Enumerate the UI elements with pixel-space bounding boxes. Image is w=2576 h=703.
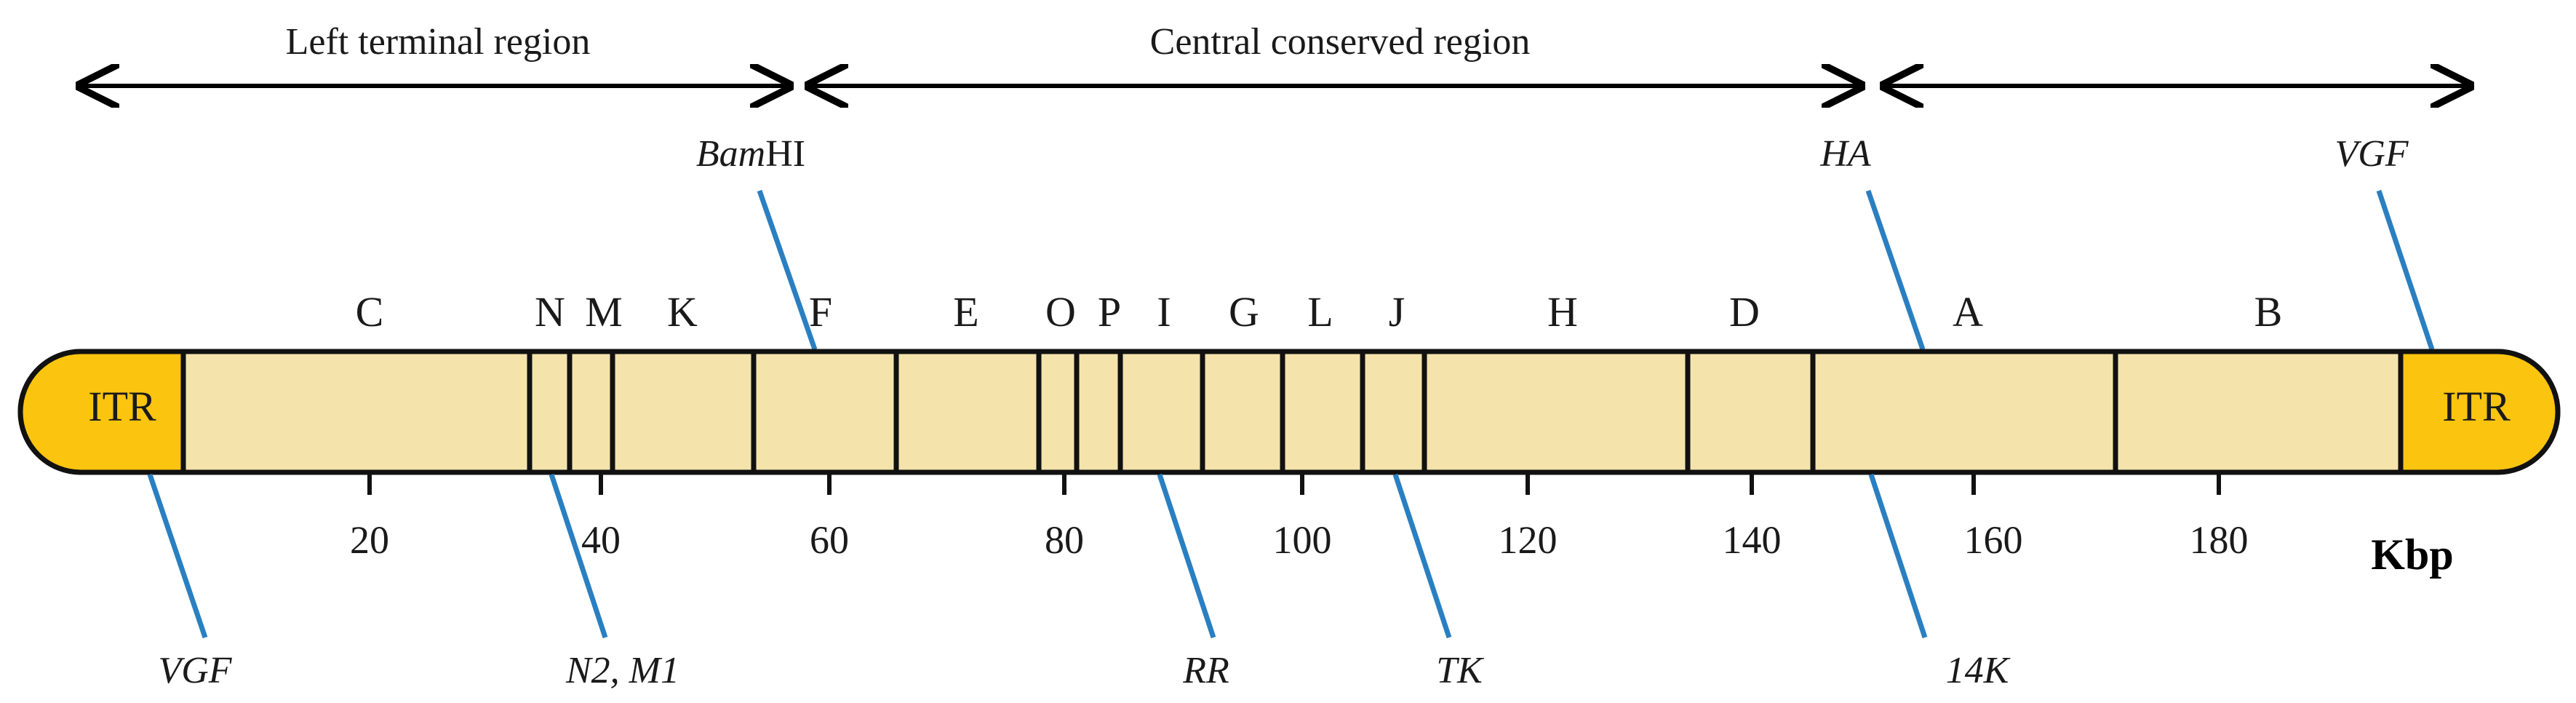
fragment-label: D [1729,288,1760,335]
fragment-label: N [535,288,565,335]
bamhi-marker-line [757,189,818,351]
gene-label-tk: TK [1436,650,1484,691]
vgf-right-marker-line [2376,189,2435,351]
bottom-marker-lines [147,473,1928,639]
gene-label-rr: RR [1182,650,1229,691]
tk-marker-line [1392,473,1452,639]
axis-tick-label: 140 [1723,518,1782,562]
fragment-label: O [1045,288,1076,335]
fragment-label: J [1389,288,1405,335]
fragment-label: E [953,288,978,335]
vgf-left-marker-line [147,473,208,639]
axis-unit-label: Kbp [2371,531,2453,579]
n2-m1-marker-line [549,473,608,639]
fragment-label: M [585,288,623,335]
rr-marker-line [1157,473,1216,639]
fragment-label: C [356,288,384,335]
axis-tick-label: 20 [350,518,389,562]
14k-marker-line [1868,473,1928,639]
axis-tick-label: 80 [1045,518,1084,562]
axis: 20 40 60 80 100 120 140 160 180 Kbp [350,472,2454,579]
axis-tick-label: 60 [810,518,849,562]
central-conserved-region-label: Central conserved region [1150,21,1531,63]
fragment-label: B [2254,288,2283,335]
genome-body [17,349,2561,475]
fragment-label: A [1953,288,1983,335]
gene-label-vgf-left: VGF [158,650,232,691]
fragment-label: L [1307,288,1333,335]
itr-right-fill [2401,354,2556,470]
fragment-label: G [1229,288,1259,335]
gene-label-ha: HA [1819,133,1871,175]
axis-tick-label: 100 [1273,518,1332,562]
fragment-label: F [809,288,832,335]
gene-label-vgf-right: VGF [2334,133,2409,175]
fragment-boundaries [180,354,2404,470]
gene-label-n2-m1: N2, M1 [565,650,679,691]
axis-tick-label: 160 [1964,518,2023,562]
itr-right-label: ITR [2442,383,2511,430]
itr-left-fill [23,354,183,470]
fragment-label: P [1098,288,1121,335]
fragment-labels: C N M K F E O P I G L J H D A B [356,288,2283,335]
axis-tick-label: 40 [581,518,621,562]
axis-tick-label: 180 [2190,518,2249,562]
ha-marker-line [1865,189,1926,351]
left-terminal-region-label: Left terminal region [286,21,591,63]
fragment-label: K [667,288,698,335]
fragment-label: H [1547,288,1578,335]
genome-bar: ITR ITR [17,349,2561,475]
top-marker-lines [757,189,2435,351]
fragment-label: I [1157,288,1171,335]
itr-left-label: ITR [88,383,156,430]
axis-tick-label: 120 [1499,518,1558,562]
gene-label-14k: 14K [1946,650,2011,691]
gene-label-bamhi: BamHI [696,133,805,175]
genome-outline [17,349,2561,475]
